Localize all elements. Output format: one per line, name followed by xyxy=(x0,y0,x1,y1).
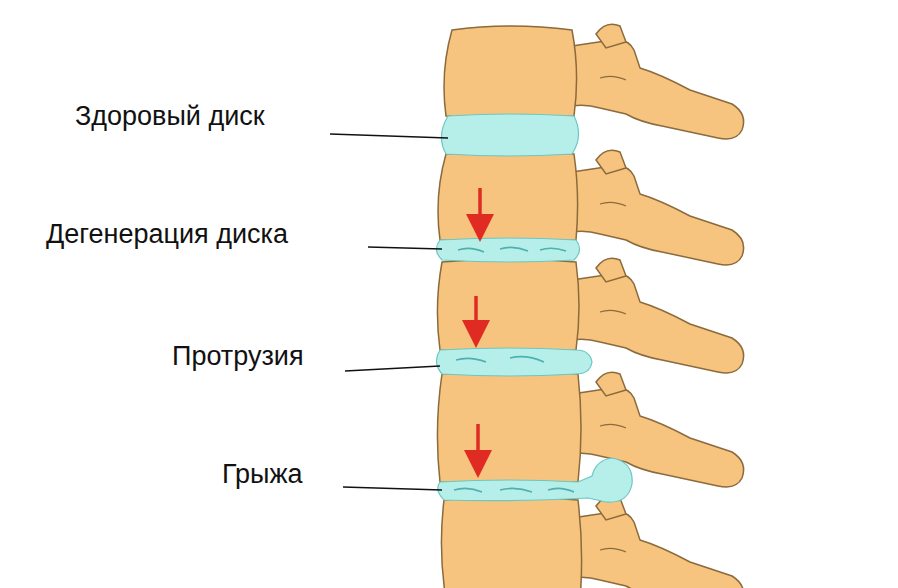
vertebral-bodies xyxy=(437,26,581,588)
part-label: Дегенерация диска xyxy=(46,218,288,250)
leader-lines xyxy=(330,134,448,490)
pressure-arrows xyxy=(476,188,480,464)
part-label: Грыжа xyxy=(222,458,303,490)
posterior-elements xyxy=(572,24,744,588)
discs xyxy=(436,114,632,502)
part-label: Здоровый диск xyxy=(75,100,265,132)
part-label: Протрузия xyxy=(172,340,304,372)
disc-cracks xyxy=(454,247,574,492)
